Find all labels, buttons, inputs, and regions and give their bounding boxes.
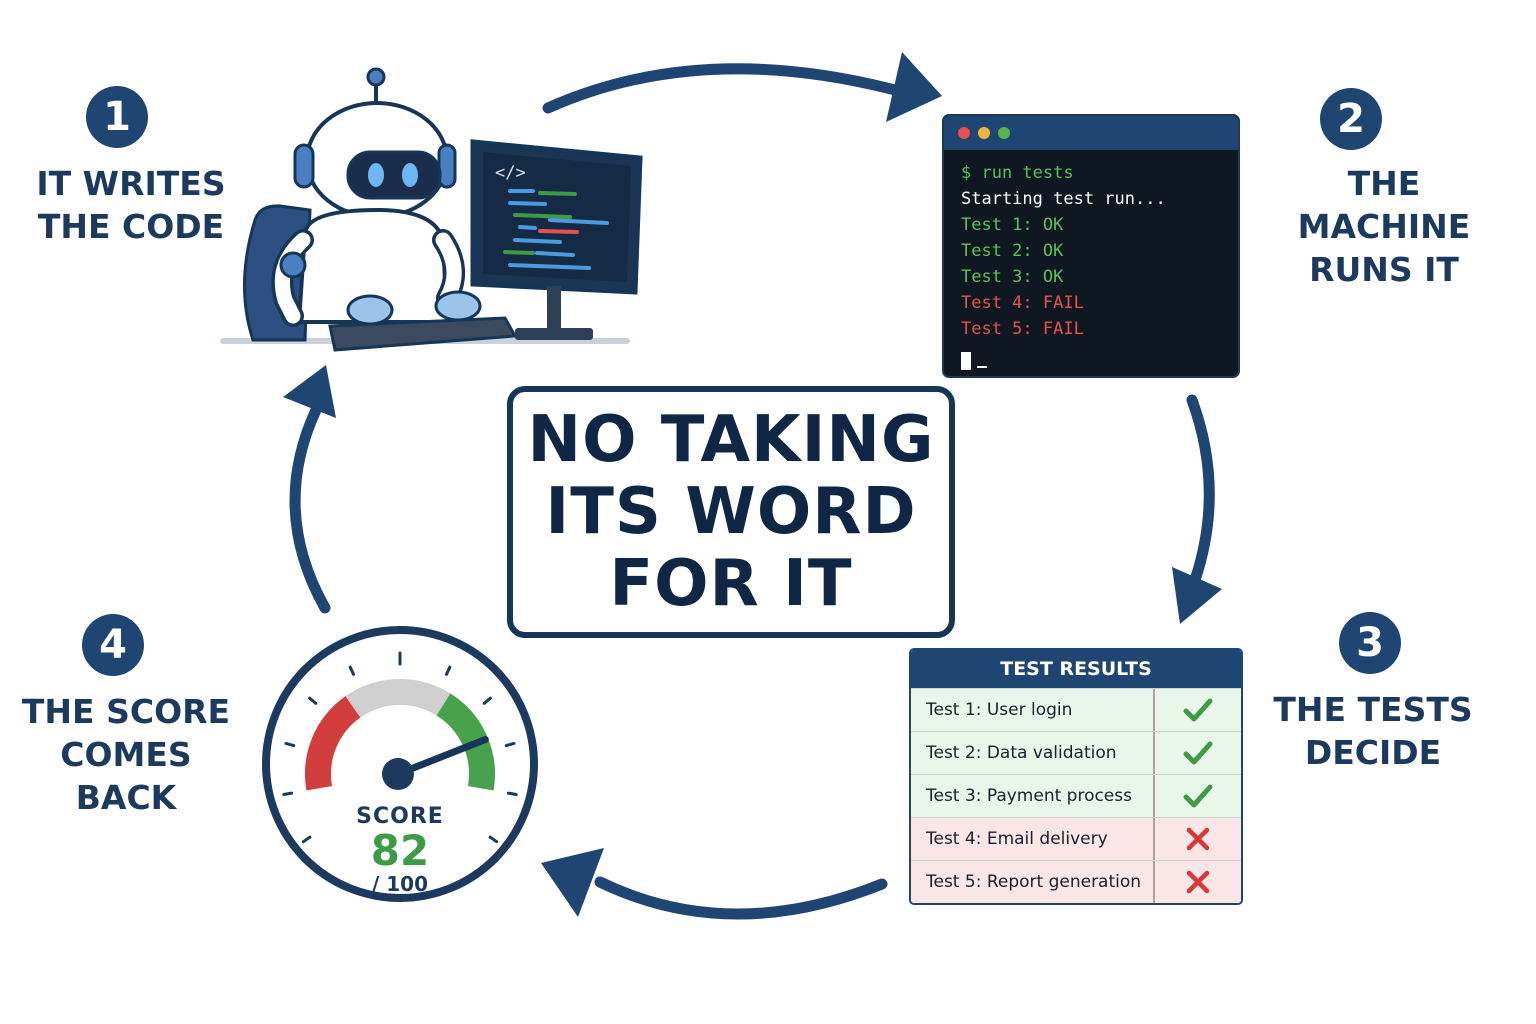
- test-result-name: Test 4: Email delivery: [911, 818, 1155, 860]
- terminal-line: Test 4: FAIL: [961, 293, 1084, 313]
- terminal-line: Test 5: FAIL: [961, 319, 1084, 339]
- cross-icon: [1155, 861, 1241, 903]
- gauge-tick: [444, 665, 452, 676]
- arrowhead-step1: [283, 365, 336, 418]
- gauge-red-zone: [305, 696, 361, 791]
- center-title-line-1: NO TAKING: [527, 403, 935, 477]
- step-2-label: THE MACHINE RUNS IT: [1256, 162, 1512, 291]
- test-result-row: Test 3: Payment process: [911, 774, 1241, 817]
- code-tag-text: </>: [495, 163, 526, 183]
- check-icon: [1155, 732, 1241, 774]
- gauge-tick: [506, 791, 518, 796]
- cursor-block-icon: [961, 352, 971, 370]
- step-1-label: IT WRITES THE CODE: [20, 162, 242, 248]
- step-3-label-line-1: THE TESTS: [1273, 690, 1473, 729]
- monitor-icon: </>: [470, 139, 643, 340]
- step-2-label-line-2: RUNS IT: [1309, 250, 1459, 289]
- step-3-label-line-2: DECIDE: [1304, 733, 1442, 772]
- arrow-step2-to-step3: [1186, 394, 1215, 586]
- test-result-row: Test 4: Email delivery: [911, 817, 1241, 860]
- score-max: / 100: [371, 872, 428, 896]
- test-result-name: Test 1: User login: [911, 689, 1155, 731]
- step-4-label-line-1: THE SCORE: [21, 692, 231, 731]
- step-1-label-line-1: IT WRITES: [36, 164, 226, 203]
- test-result-name: Test 5: Report generation: [911, 861, 1155, 903]
- check-icon: [1155, 689, 1241, 731]
- terminal-line: $ run tests: [961, 163, 1074, 183]
- check-icon: [1155, 775, 1241, 817]
- arrow-step1-to-step2: [542, 63, 901, 114]
- arrow-step4-to-step1: [289, 404, 331, 614]
- gauge-tick: [301, 835, 312, 844]
- step-2-label-line-1: THE MACHINE: [1297, 164, 1471, 246]
- arrow-step3-to-step4: [594, 876, 888, 920]
- arrowhead-step2: [886, 52, 942, 122]
- test-result-row: Test 2: Data validation: [911, 731, 1241, 774]
- test-results-header: TEST RESULTS: [911, 650, 1241, 688]
- arrowhead-step4: [541, 848, 604, 917]
- test-result-name: Test 2: Data validation: [911, 732, 1155, 774]
- terminal-line: Starting test run...: [961, 189, 1166, 209]
- gauge-tick: [282, 791, 294, 796]
- center-title-line-2: ITS WORD: [545, 475, 917, 549]
- test-result-row: Test 5: Report generation: [911, 860, 1241, 903]
- step-1-badge: 1: [86, 86, 148, 148]
- terminal-line: Test 1: OK: [961, 215, 1064, 235]
- score-value: 82: [370, 826, 430, 875]
- terminal-cursor: [961, 342, 1238, 370]
- test-result-row: Test 1: User login: [911, 688, 1241, 731]
- score-gauge: [262, 626, 538, 902]
- robot-icon: [271, 67, 482, 327]
- gauge-tick: [308, 696, 318, 705]
- step-1-label-line-2: THE CODE: [37, 207, 225, 246]
- test-result-name: Test 3: Payment process: [911, 775, 1155, 817]
- gauge-tick: [504, 741, 516, 748]
- terminal-title-bar: [944, 116, 1238, 150]
- step-4-label: THE SCORE COMES BACK: [8, 690, 244, 819]
- gauge-tick: [284, 741, 296, 748]
- robot-coding-illustration: </>: [220, 67, 643, 352]
- close-dot-icon: [958, 127, 970, 139]
- step-3-label: THE TESTS DECIDE: [1262, 688, 1484, 774]
- center-title-line-3: FOR IT: [609, 547, 853, 621]
- step-2-badge: 2: [1320, 88, 1382, 150]
- step-3-badge: 3: [1339, 612, 1401, 674]
- gauge-tick: [482, 696, 492, 705]
- cursor-underscore-icon: [977, 366, 987, 368]
- gauge-neutral-zone: [345, 679, 451, 718]
- step-4-label-line-2: COMES BACK: [60, 735, 192, 817]
- step-4-badge: 4: [82, 614, 144, 676]
- maximize-dot-icon: [998, 127, 1010, 139]
- gauge-tick: [348, 665, 356, 676]
- score-label: SCORE: [356, 804, 444, 829]
- gauge-hub: [382, 758, 414, 790]
- gauge-tick: [488, 835, 499, 844]
- terminal-line: Test 2: OK: [961, 241, 1064, 261]
- terminal-line: Test 3: OK: [961, 267, 1064, 287]
- minimize-dot-icon: [978, 127, 990, 139]
- arrowhead-step3: [1172, 567, 1222, 624]
- cross-icon: [1155, 818, 1241, 860]
- center-title-box: NO TAKING ITS WORD FOR IT: [507, 386, 955, 638]
